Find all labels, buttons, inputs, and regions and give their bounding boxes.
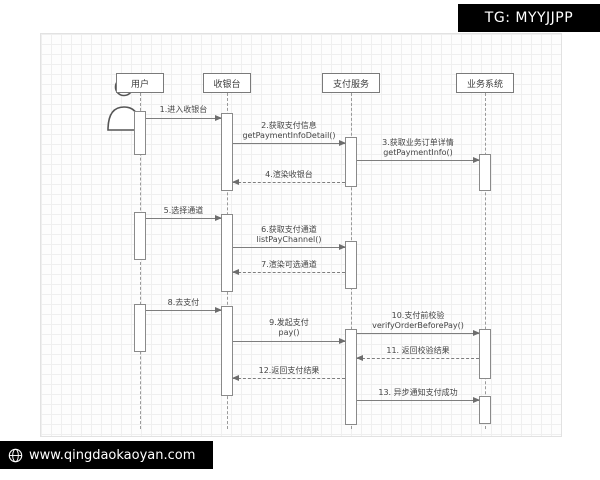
activation-bar [221, 306, 233, 396]
activation-bar [221, 113, 233, 191]
activation-bar [134, 212, 146, 260]
activation-bar [345, 241, 357, 289]
message-arrow [146, 115, 222, 121]
activation-bar [221, 214, 233, 292]
participant-user-label: 用户 [130, 79, 149, 90]
message-label: 2.获取支付信息 getPaymentInfoDetail() [242, 121, 336, 140]
message-label: 6.获取支付通道 listPayChannel() [256, 225, 322, 244]
message-label: 8.去支付 [167, 298, 200, 307]
lifeline-business [485, 93, 486, 429]
message-arrow [146, 307, 222, 313]
message-arrow [233, 244, 346, 250]
watermark-text: www.qingdaokaoyan.com [29, 447, 196, 463]
message-label: 12.返回支付结果 [258, 366, 320, 375]
message-arrow [232, 269, 345, 275]
message-label: 7.渲染可选通道 [261, 260, 317, 269]
activation-bar [479, 329, 491, 379]
message-arrow [232, 179, 345, 185]
participant-business-label: 业务系统 [466, 79, 503, 90]
activation-bar [479, 396, 491, 424]
message-arrow [356, 355, 479, 361]
message-arrow [357, 157, 480, 163]
message-arrow [233, 338, 346, 344]
message-label: 13. 异步通知支付成功 [378, 388, 458, 397]
message-arrow [146, 215, 222, 221]
top-right-badge-text: TG: MYYJJPP [484, 10, 574, 26]
activation-bar [345, 137, 357, 187]
top-right-badge: TG: MYYJJPP [458, 4, 600, 32]
participant-cashier-label: 收银台 [213, 79, 241, 90]
participant-payment: 支付服务 [322, 73, 380, 93]
activation-bar [134, 304, 146, 352]
message-label: 3.获取业务订单详情 getPaymentInfo() [382, 138, 454, 157]
participant-payment-label: 支付服务 [332, 79, 369, 90]
lifeline-user [140, 93, 141, 429]
activation-bar [345, 329, 357, 425]
watermark-bar: www.qingdaokaoyan.com [0, 441, 213, 469]
globe-icon [8, 448, 23, 462]
participant-business: 业务系统 [456, 73, 514, 93]
diagram-canvas: 用户 收银台 支付服务 业务系统 1.进 [40, 33, 562, 437]
message-label: 9.发起支付 pay() [269, 318, 309, 337]
message-arrow [357, 330, 480, 336]
activation-bar [479, 154, 491, 191]
activation-bar [134, 111, 146, 155]
message-label: 10.支付前校验 verifyOrderBeforePay() [372, 311, 464, 330]
message-arrow [357, 397, 480, 403]
participant-cashier: 收银台 [203, 73, 251, 93]
message-arrow [233, 140, 346, 146]
message-label: 5.选择通道 [163, 206, 204, 215]
participant-user: 用户 [116, 73, 164, 93]
message-label: 11. 返回校验结果 [386, 346, 450, 355]
message-arrow [232, 375, 345, 381]
message-label: 4.渲染收银台 [265, 170, 313, 179]
message-label: 1.进入收银台 [159, 105, 208, 114]
